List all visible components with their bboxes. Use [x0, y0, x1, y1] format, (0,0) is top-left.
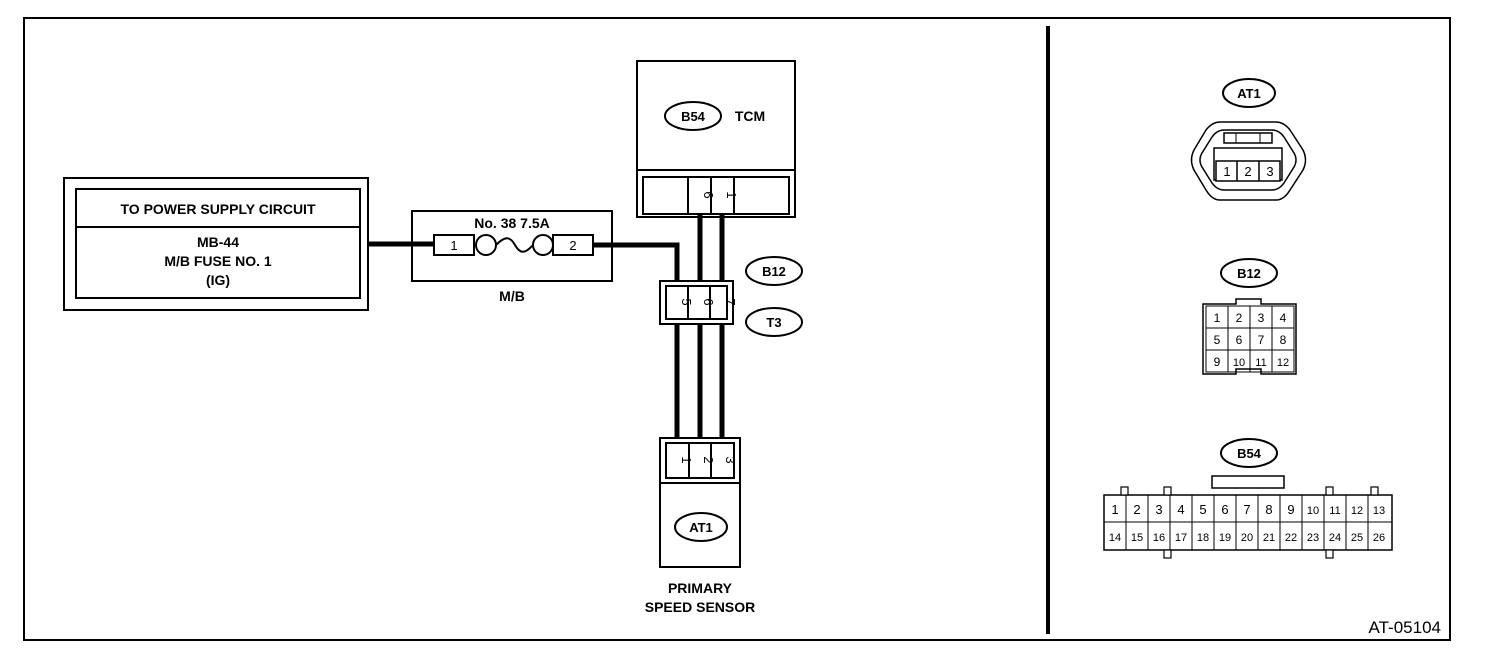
- junction-pin-7: 7: [723, 298, 738, 305]
- junction-pin-6: 6: [701, 298, 716, 305]
- connector-view-at1: AT1 1 2 3: [1190, 78, 1307, 201]
- at1-view-pin-3: 3: [1266, 164, 1273, 179]
- b54-view-row-2: 14 15 16 17 18 19 20 21 22 23 24 25 26: [1109, 532, 1385, 544]
- fuse-box: No. 38 7.5A 1 2: [411, 210, 613, 282]
- fuse-terminal-left: [475, 234, 497, 256]
- sensor-label-line2: SPEED SENSOR: [645, 599, 755, 615]
- b54-view-pin-11: 11: [1329, 505, 1340, 517]
- b54-view-pin-17: 17: [1175, 532, 1187, 544]
- junction-badge-t3: [745, 307, 803, 337]
- sensor-connector-badge: [674, 512, 728, 542]
- b54-view-pin-12: 12: [1351, 505, 1363, 517]
- b12-view-pin-8: 8: [1280, 333, 1287, 347]
- b54-view-pin-5: 5: [1199, 502, 1206, 517]
- sensor-pin-3: 3: [723, 456, 738, 463]
- b12-view-pin-7: 7: [1258, 333, 1265, 347]
- figure-id: AT-05104: [1369, 618, 1441, 637]
- b54-view-pin-18: 18: [1197, 532, 1209, 544]
- b12-view-pin-5: 5: [1214, 333, 1221, 347]
- b54-view-pin-23: 23: [1307, 532, 1319, 544]
- b12-view-pin-6: 6: [1236, 333, 1243, 347]
- power-supply-line1: MB-44: [197, 234, 239, 250]
- b54-view-pin-4: 4: [1177, 502, 1184, 517]
- tcm-pin-1: 1: [724, 191, 739, 198]
- junction-connector-bottom: T3: [766, 315, 781, 330]
- b54-view-pin-20: 20: [1241, 532, 1253, 544]
- junction-connector: 5 6 7: [659, 280, 738, 325]
- fuse-pin-right: 2: [569, 238, 576, 253]
- b54-view-pin-14: 14: [1109, 532, 1121, 544]
- b12-view-pin-10: 10: [1233, 357, 1245, 369]
- junction-badge-b12: [745, 256, 803, 286]
- b54-view-pin-2: 2: [1133, 502, 1140, 517]
- junction-connector-top: B12: [762, 264, 786, 279]
- b12-view-pin-3: 3: [1258, 311, 1265, 325]
- fuse-label: No. 38 7.5A: [474, 215, 549, 231]
- tcm-module: B54 TCM 6 1: [636, 60, 796, 218]
- b54-view-pin-16: 16: [1153, 532, 1165, 544]
- b54-view-pin-26: 26: [1373, 532, 1385, 544]
- b54-view-pin-13: 13: [1373, 505, 1385, 517]
- sensor-label-line1: PRIMARY: [668, 580, 733, 596]
- b12-view-pin-9: 9: [1214, 355, 1221, 369]
- tcm-connector-badge: [664, 101, 722, 131]
- power-supply-line2: M/B FUSE NO. 1: [164, 253, 272, 269]
- b54-view-pin-15: 15: [1131, 532, 1143, 544]
- b54-view-pin-6: 6: [1221, 502, 1228, 517]
- b54-view-pin-9: 9: [1287, 502, 1294, 517]
- sensor-connector-id: AT1: [689, 520, 713, 535]
- b12-view-pin-4: 4: [1280, 311, 1287, 325]
- b54-view-pin-7: 7: [1243, 502, 1250, 517]
- at1-view-pin-1: 1: [1223, 164, 1230, 179]
- b54-view-pin-21: 21: [1263, 532, 1275, 544]
- connector-view-b12-label: B12: [1237, 266, 1261, 281]
- power-supply-box: TO POWER SUPPLY CIRCUIT MB-44 M/B FUSE N…: [63, 177, 369, 311]
- connector-view-b12: B12 1 2 3 4 5 6 7 8 9 10 11 12: [1202, 258, 1297, 375]
- fuse-terminal-right: [532, 234, 554, 256]
- sensor-pin-2: 2: [701, 456, 716, 463]
- b54-view-pin-25: 25: [1351, 532, 1363, 544]
- power-supply-title: TO POWER SUPPLY CIRCUIT: [121, 201, 316, 217]
- power-supply-line3: (IG): [206, 272, 230, 288]
- b12-view-pin-12: 12: [1277, 357, 1289, 369]
- b54-view-pin-22: 22: [1285, 532, 1297, 544]
- b54-view-pin-1: 1: [1111, 502, 1118, 517]
- connector-view-b54-label: B54: [1237, 446, 1262, 461]
- fuse-pin-left: 1: [450, 238, 457, 253]
- primary-speed-sensor: 1 2 3 AT1: [659, 437, 741, 568]
- connector-view-at1-label: AT1: [1237, 86, 1261, 101]
- b54-view-pin-19: 19: [1219, 532, 1231, 544]
- sensor-pin-1: 1: [679, 456, 694, 463]
- b12-view-pin-2: 2: [1236, 311, 1243, 325]
- b12-view-pin-1: 1: [1214, 311, 1221, 325]
- tcm-pin-6: 6: [701, 191, 716, 198]
- b54-view-pin-24: 24: [1329, 532, 1341, 544]
- junction-pin-5: 5: [679, 298, 694, 305]
- b54-view-pin-8: 8: [1265, 502, 1272, 517]
- tcm-connector-id: B54: [681, 109, 706, 124]
- b12-view-pin-11: 11: [1255, 357, 1266, 369]
- diagram-frame: [23, 17, 1451, 641]
- b54-view-pin-3: 3: [1155, 502, 1162, 517]
- b54-view-pin-10: 10: [1307, 505, 1319, 517]
- fuse-element-icon: [495, 237, 534, 253]
- tcm-label: TCM: [735, 108, 765, 124]
- at1-view-pin-2: 2: [1244, 164, 1251, 179]
- wire-fuse-to-junction: [593, 242, 680, 283]
- fuse-box-label: M/B: [499, 288, 525, 304]
